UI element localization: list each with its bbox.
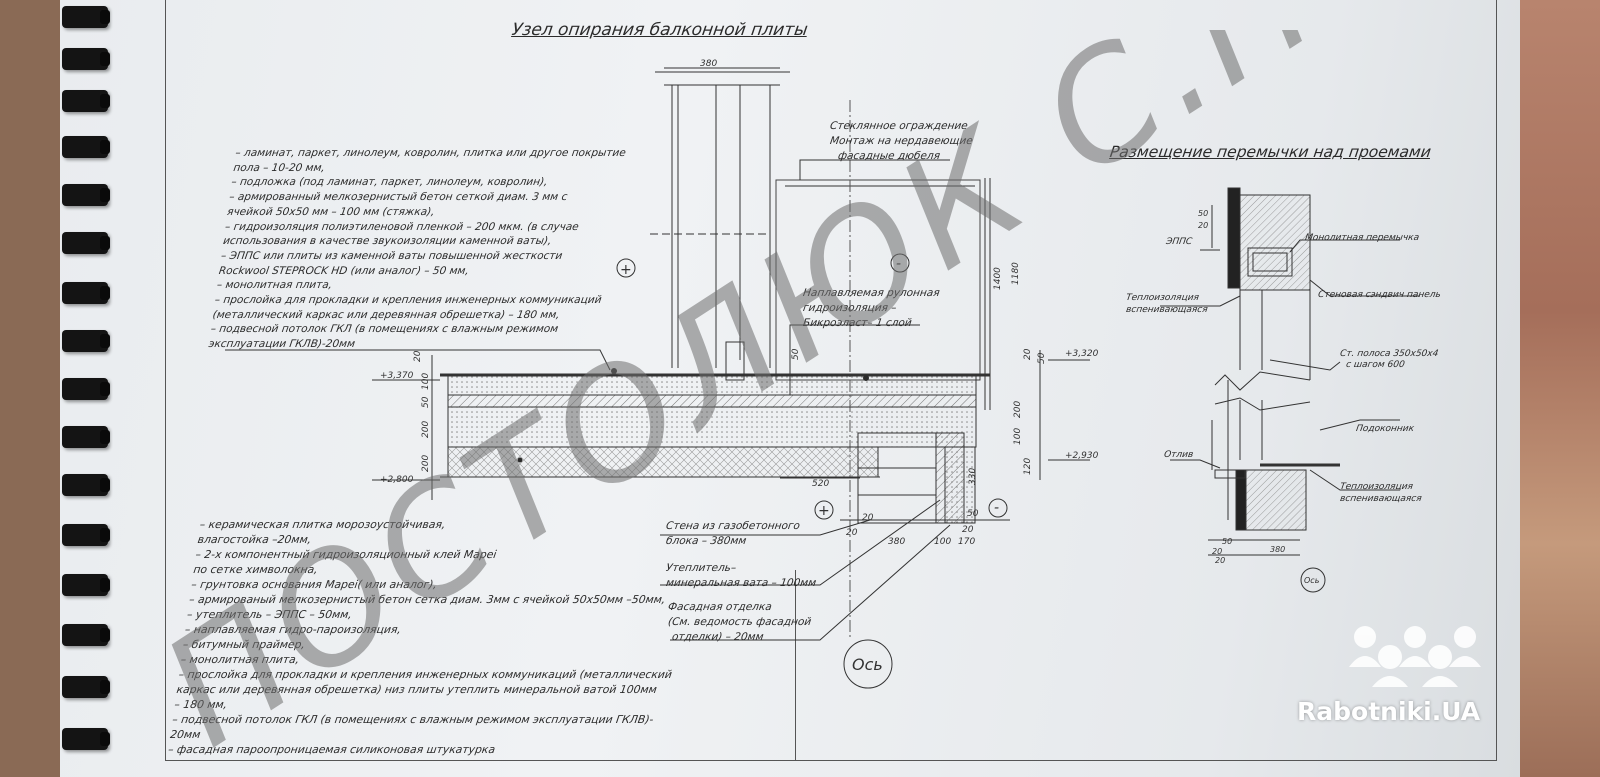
dim-20: 20 bbox=[413, 350, 423, 362]
binding-ring bbox=[62, 136, 110, 158]
dim-50: 50 bbox=[1222, 537, 1232, 546]
binding-ring bbox=[62, 378, 110, 400]
steel-strip-label-b: с шагом 600 bbox=[1345, 360, 1406, 370]
binding-ring bbox=[62, 48, 110, 70]
dim-380: 380 bbox=[1270, 545, 1285, 554]
level-3320: +3,320 bbox=[1065, 349, 1099, 359]
dim-100: 100 bbox=[1013, 428, 1023, 445]
dim-380-top: 380 bbox=[700, 59, 717, 69]
binding-ring bbox=[62, 282, 110, 304]
dim-20: 20 bbox=[1023, 348, 1033, 360]
binding-ring bbox=[62, 232, 110, 254]
plus-sign: + bbox=[620, 262, 632, 278]
binding-ring bbox=[62, 574, 110, 596]
dim-200: 200 bbox=[1013, 401, 1023, 418]
dim-120: 120 bbox=[1023, 458, 1033, 475]
minus-sign: - bbox=[896, 256, 901, 272]
binding-ring bbox=[62, 474, 110, 496]
dim-20: 20 bbox=[862, 513, 874, 523]
steel-strip-label-a: Ст. полоса 350х50х4 bbox=[1339, 349, 1439, 359]
lintel-label: Монолитная перемычка bbox=[1304, 233, 1420, 243]
spiral-binding bbox=[0, 0, 120, 777]
dim-200: 200 bbox=[421, 455, 431, 472]
binding-ring bbox=[62, 184, 110, 206]
minus-sign: - bbox=[994, 500, 999, 516]
insulation-label-1a: Теплоизоляция bbox=[1125, 293, 1200, 303]
dim-20: 20 bbox=[962, 525, 974, 535]
sandwich-panel-label: Стеновая сэндвич панель bbox=[1317, 290, 1442, 300]
dim-50: 50 bbox=[1037, 352, 1047, 364]
dim-50: 50 bbox=[421, 396, 431, 408]
dim-1400: 1400 bbox=[993, 267, 1003, 290]
binding-ring bbox=[62, 624, 110, 646]
binding-ring bbox=[62, 426, 110, 448]
dim-20: 20 bbox=[1212, 547, 1222, 556]
dim-100: 100 bbox=[421, 373, 431, 390]
dim-1180: 1180 bbox=[1011, 262, 1021, 285]
epps-label: ЭППС bbox=[1165, 237, 1193, 247]
dim-330: 330 bbox=[968, 468, 978, 485]
binding-ring bbox=[62, 6, 110, 28]
plus-sign: + bbox=[818, 503, 830, 519]
dim-380: 380 bbox=[888, 537, 905, 547]
level-3370: +3,370 bbox=[380, 371, 414, 381]
dim-170: 170 bbox=[958, 537, 975, 547]
binding-ring bbox=[62, 90, 110, 112]
dim-50: 50 bbox=[791, 348, 801, 360]
dim-100: 100 bbox=[934, 537, 951, 547]
level-2930: +2,930 bbox=[1065, 451, 1099, 461]
dim-520: 520 bbox=[812, 479, 829, 489]
drawing-frame bbox=[165, 0, 1497, 761]
binding-ring bbox=[62, 524, 110, 546]
dim-200: 200 bbox=[421, 421, 431, 438]
axis-label: Ось bbox=[1304, 576, 1320, 585]
insulation-label-2b: вспенивающаяся bbox=[1339, 494, 1423, 504]
dim-20: 20 bbox=[1198, 221, 1208, 230]
insulation-label-1b: вспенивающаяся bbox=[1125, 305, 1209, 315]
binding-ring bbox=[62, 330, 110, 352]
frame-divider bbox=[795, 570, 796, 760]
binding-ring bbox=[62, 728, 110, 750]
dim-50: 50 bbox=[1198, 209, 1208, 218]
dim-50: 50 bbox=[967, 509, 979, 519]
dim-20: 20 bbox=[1215, 556, 1225, 565]
drip-label: Отлив bbox=[1163, 450, 1194, 460]
logo-text: Rabotniki.UA bbox=[1297, 697, 1481, 726]
axis-label: Ось bbox=[852, 655, 883, 674]
binding-ring bbox=[62, 676, 110, 698]
dim-20: 20 bbox=[846, 528, 858, 538]
sill-label: Подоконник bbox=[1355, 424, 1415, 434]
level-2800: +2,800 bbox=[380, 475, 414, 485]
rabotniki-logo bbox=[1349, 626, 1481, 687]
insulation-label-2a: Теплоизоляция bbox=[1339, 482, 1414, 492]
